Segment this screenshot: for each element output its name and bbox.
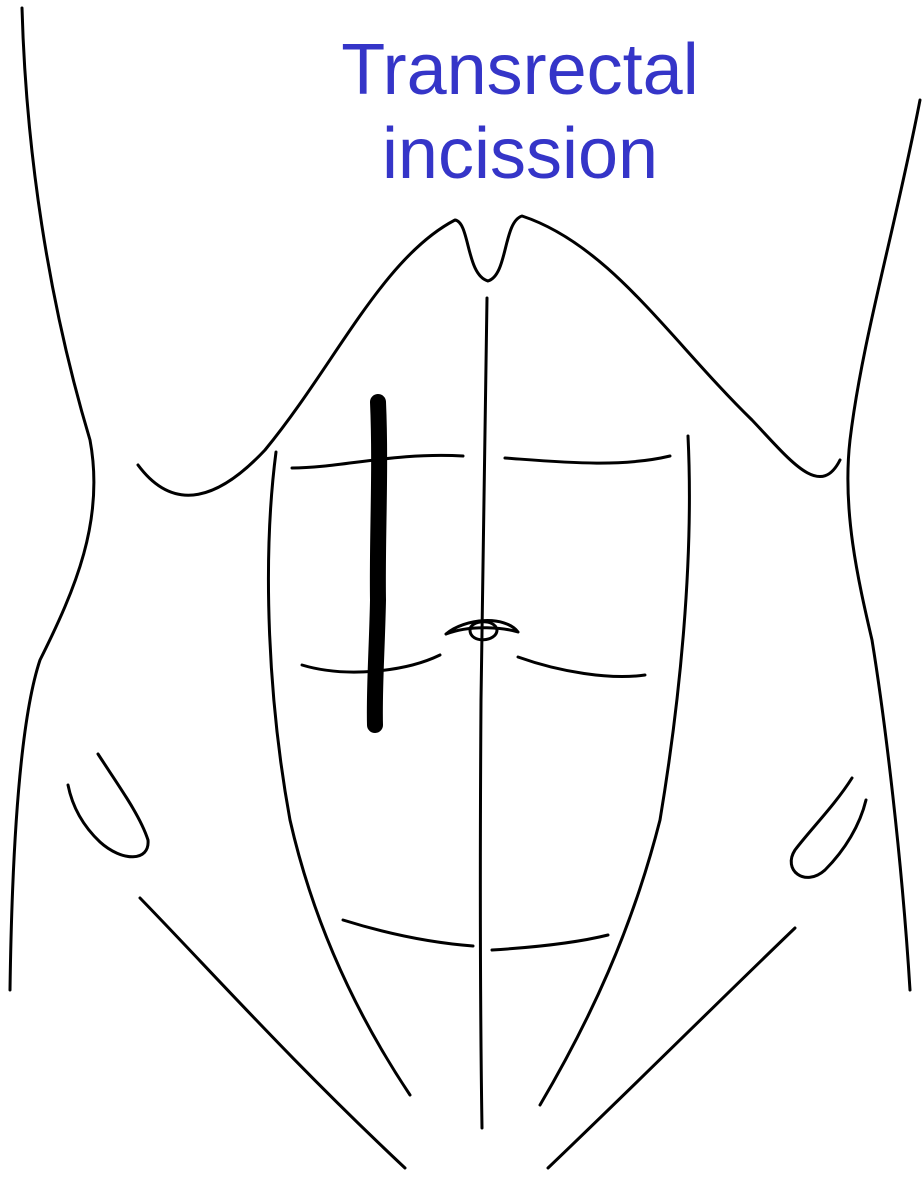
torso-left-side [10,8,94,990]
torso-right-side [848,100,920,990]
iliac-crest-left [68,754,148,857]
linea-alba [480,298,487,1128]
rectus-border-right [540,436,689,1105]
incision-label: Transrectal incission [300,28,740,196]
iliac-crest-right [791,778,866,877]
intersection-upper-right [505,456,670,463]
incision-label-line2: incission [300,112,740,196]
intersection-lower-right [492,935,608,950]
costal-margin [138,216,840,495]
incision-label-line1: Transrectal [300,28,740,112]
inguinal-line-left [140,898,405,1168]
intersection-middle-right [518,657,645,676]
rectus-border-left [268,452,410,1095]
transrectal-incision [375,402,379,725]
inguinal-line-right [548,928,795,1168]
intersection-lower-left [343,920,473,946]
